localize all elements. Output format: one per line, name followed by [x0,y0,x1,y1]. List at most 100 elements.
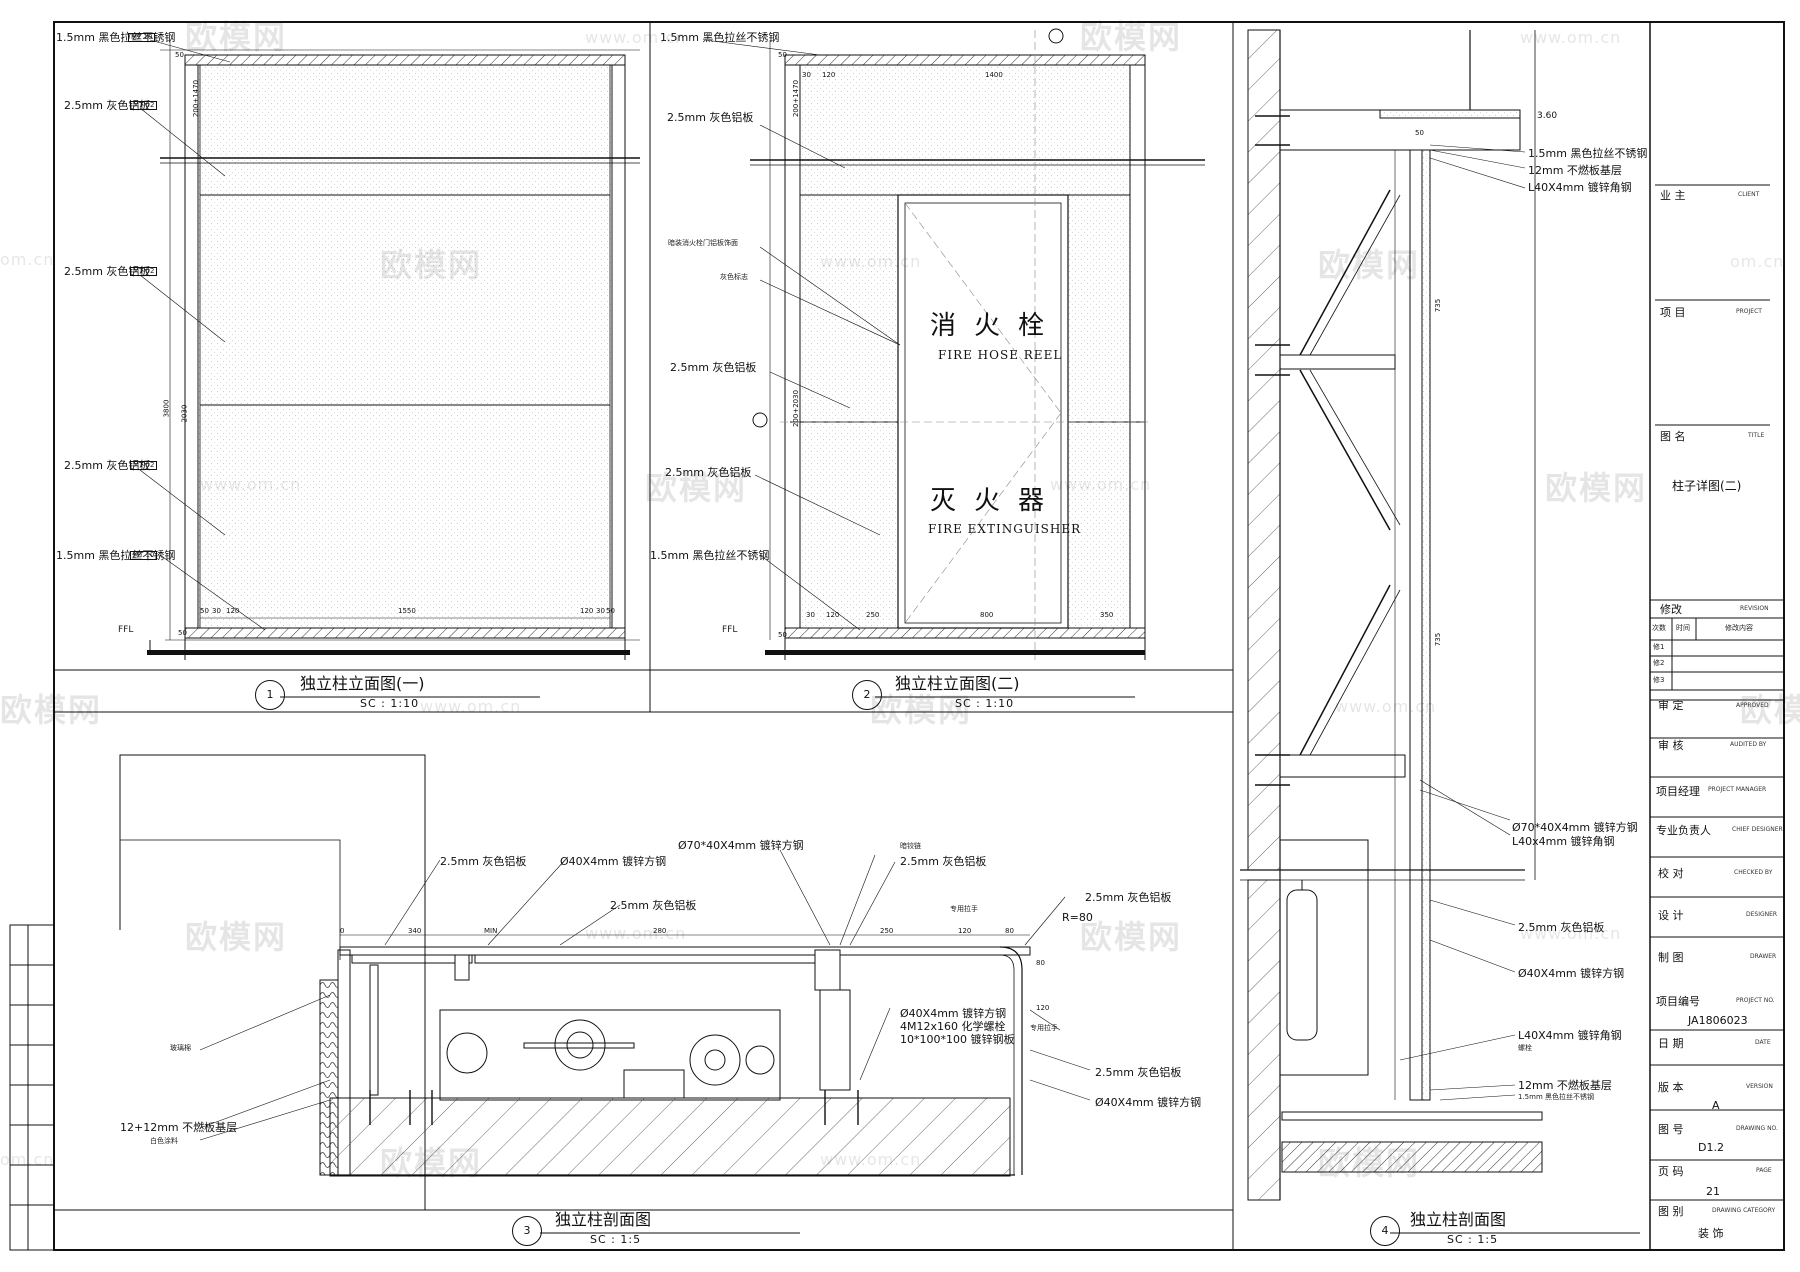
tb-checked-label: 校 对 [1658,867,1684,880]
watermark-brand: 欧模网 [1740,691,1800,729]
dimension-text: 280 [653,927,667,935]
tb-category-value: 装 饰 [1698,1227,1724,1240]
tb-drawer-label-en: DRAWER [1750,953,1777,960]
callout-label: 玻璃棉 [170,1044,191,1052]
callout-label: 白色涂料 [150,1137,178,1145]
dimension-text: 50 [778,51,787,59]
tb-rev-row: 修1 [1653,643,1665,651]
tb-audited-label-en: AUDITED BY [1730,741,1767,748]
tb-title-label: 图 名 [1660,430,1686,443]
tb-designer-label-en: DESIGNER [1746,911,1778,918]
watermark-url: www.om.cn [1520,28,1622,47]
drawing-scale: SC : 1:10 [360,697,420,710]
callout-label: Ø70*40X4mm 镀锌方钢 [1512,821,1638,834]
callout-label: 专用拉手 [950,905,978,913]
tb-drawno-value: D1.2 [1698,1141,1724,1154]
watermark-brand: 欧模网 [645,469,748,507]
dimension-text: 30 [212,607,221,615]
dimension-text: 1550 [398,607,416,615]
watermark-url: www.om.cn [585,28,687,47]
callout-label: 2.5mm 灰色铝板 [665,466,752,479]
dimension-text: MIN [484,927,498,935]
callout-label: 2.5mm 灰色铝板 [610,899,697,912]
tb-drawno-label-en: DRAWING NO. [1736,1125,1778,1132]
drawing-title: 独立柱立面图(二) [895,674,1020,693]
title-block-grid [1650,184,1784,1201]
watermark-brand: 欧模网 [870,691,973,729]
callout-label: Ø70*40X4mm 镀锌方钢 [678,839,804,852]
callout-label: 2.5mm 灰色铝板 [1085,891,1172,904]
watermark-url: www.om.cn [1520,924,1622,943]
watermark-url: www.om.cn [820,252,922,271]
watermark-url: www.om.cn [820,1150,922,1169]
callout-label: 2.5mm 灰色铝板 [440,855,527,868]
callout-label: L40X4mm 镀锌角钢 [1518,1029,1622,1042]
drawing-number: 4 [1370,1216,1400,1246]
tb-revision-label-en: REVISION [1740,605,1769,612]
tb-page-value: 21 [1706,1185,1720,1198]
tb-date-label: 日 期 [1658,1037,1684,1050]
callout-label: 1.5mm 黑色拉丝不锈钢 [56,549,176,562]
tb-project-label: 项 目 [1660,306,1686,319]
elevation-2 [704,28,1205,660]
callout-label: 2.5mm 灰色铝板 [670,361,757,374]
tb-rev-header: 时间 [1676,624,1690,632]
dimension-text: 120 [226,607,240,615]
drawing-scale: SC : 1:5 [590,1233,642,1246]
material-tag: MT 02 [130,267,158,276]
sign-extinguisher-en: FIRE EXTINGUISHER [928,522,1082,536]
material-tag: MT 02 [130,101,158,110]
callout-label: Ø40X4mm 镀锌方钢 [900,1007,1007,1020]
watermark-url: www.om.cn [1335,697,1437,716]
ffl-label: FFL [722,625,738,635]
callout-label: 2.5mm 灰色铝板 [64,265,151,278]
tb-project-label-en: PROJECT [1736,308,1762,315]
callout-label: 12+12mm 不燃板基层 [120,1121,238,1134]
tb-projno-value: JA1806023 [1688,1014,1748,1027]
callout-label: 1.5mm 黑色拉丝不锈钢 [660,31,780,44]
callout-label: 2.5mm 灰色铝板 [64,99,151,112]
tb-category-label: 图 别 [1658,1205,1684,1218]
callout-label: 1.5mm 黑色拉丝不锈钢 [1518,1093,1594,1101]
dimension-text: 120 [958,927,972,935]
watermark-url: www.om.cn [420,697,522,716]
drawing-scale: SC : 1:5 [1447,1233,1499,1246]
material-tag: MT 10 [128,33,156,42]
callout-label: Ø40X4mm 镀锌方钢 [1518,967,1625,980]
watermark-brand: 欧模网 [1545,469,1648,507]
tb-rev-row: 修3 [1653,676,1665,684]
watermark-url: www.om.cn [200,475,302,494]
callout-label: 灰色标志 [720,273,748,281]
elevation-1 [139,39,640,660]
dimension-text: 120 [822,71,836,79]
dimension-text: 30 [802,71,811,79]
tb-audited-label: 审 核 [1658,739,1684,752]
callout-label: 2.5mm 灰色铝板 [900,855,987,868]
tb-pm-label: 项目经理 [1656,785,1700,798]
dimension-text: 1400 [985,71,1003,79]
tb-version-value: A [1712,1099,1720,1112]
dimension-text: 120 [1036,1004,1050,1012]
dimension-text: 350 [1100,611,1114,619]
callout-label: 4M12x160 化学螺栓 [900,1020,1006,1033]
tb-checked-label-en: CHECKED BY [1734,869,1773,876]
tb-drawno-label: 图 号 [1658,1123,1684,1136]
watermark-brand: 欧模网 [380,246,483,284]
dimension-text: 800 [980,611,994,619]
tb-category-label-en: DRAWING CATEGORY [1712,1207,1776,1214]
callout-label: 2.5mm 灰色铝板 [667,111,754,124]
watermark-url: om.cn [0,250,55,269]
callout-label: 1.5mm 黑色拉丝不锈钢 [650,549,770,562]
dimension-text: 2030 [180,404,189,423]
dimension-text: 50 [778,631,787,639]
sign-fire-hose-cn: 消火栓 [930,311,1063,341]
dimension-text: 250 [866,611,880,619]
watermark-brand: 欧模网 [185,918,288,956]
callout-label: 专用拉手 [1030,1024,1058,1032]
callout-label: 12mm 不燃板基层 [1518,1079,1612,1092]
section-4 [1240,29,1543,1201]
dimension-text: 200+1470 [192,79,201,118]
drawing-number: 3 [512,1216,542,1246]
callout-label: L40X4mm 镀锌角钢 [1528,181,1632,194]
